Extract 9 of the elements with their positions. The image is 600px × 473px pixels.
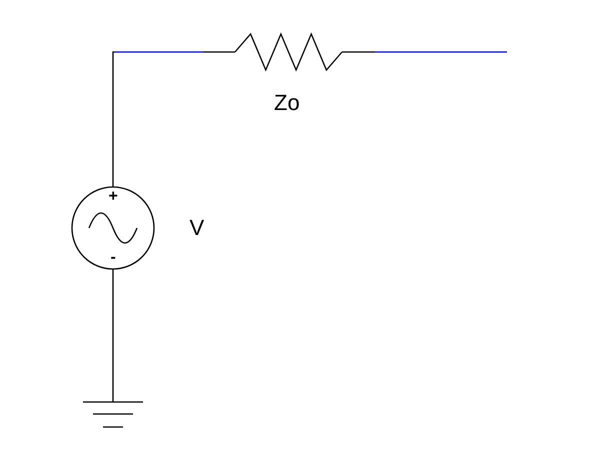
ground-symbol bbox=[83, 401, 143, 428]
polarity-sign: + bbox=[108, 189, 118, 205]
wire bbox=[112, 269, 114, 402]
component-label: V bbox=[190, 217, 204, 239]
wire bbox=[342, 51, 507, 53]
wire bbox=[112, 51, 235, 187]
polarity-sign: - bbox=[110, 250, 116, 266]
component-label: Zo bbox=[274, 92, 300, 114]
resistor-symbol bbox=[234, 32, 342, 72]
